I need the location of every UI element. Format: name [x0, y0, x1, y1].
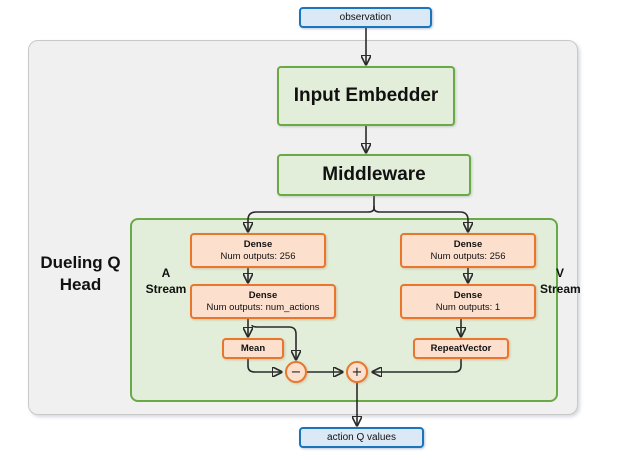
observation-label: observation: [339, 12, 392, 23]
mean-node[interactable]: Mean: [222, 338, 284, 359]
repeat-vector-label: RepeatVector: [430, 342, 492, 354]
wire-a-bypass-to-minus: [251, 324, 296, 359]
wire-repeatvector-to-plus: [373, 359, 462, 372]
advantage-dense-2-name: Dense: [248, 289, 278, 301]
action-q-values-label: action Q values: [327, 432, 396, 443]
advantage-dense-2[interactable]: Dense Num outputs: num_actions: [190, 284, 336, 319]
advantage-dense-1-name: Dense: [243, 238, 273, 250]
advantage-stream-label-line2: Stream: [145, 282, 187, 296]
dueling-q-head-label-line1: Dueling Q: [40, 253, 121, 272]
value-dense-1[interactable]: Dense Num outputs: 256: [400, 233, 536, 268]
value-dense-1-param: Num outputs: 256: [430, 250, 506, 262]
value-dense-1-name: Dense: [453, 238, 483, 250]
add-operator-symbol: +: [351, 364, 363, 380]
add-operator-node[interactable]: +: [346, 361, 368, 383]
wire-middleware-to-v-stream: [373, 206, 468, 231]
repeat-vector-node[interactable]: RepeatVector: [413, 338, 509, 359]
advantage-dense-1[interactable]: Dense Num outputs: 256: [190, 233, 326, 268]
value-stream-label: V Stream: [540, 265, 581, 297]
input-embedder-label: Input Embedder: [293, 85, 439, 106]
dueling-q-head-label-line2: Head: [59, 275, 102, 294]
action-q-values-node[interactable]: action Q values: [299, 427, 424, 448]
advantage-dense-2-param: Num outputs: num_actions: [206, 301, 320, 313]
value-stream-label-line1: V: [555, 266, 564, 280]
middleware-block[interactable]: Middleware: [277, 154, 471, 196]
advantage-stream-label-line1: A: [161, 266, 171, 280]
advantage-dense-1-param: Num outputs: 256: [220, 250, 296, 262]
subtract-operator-symbol: −: [290, 364, 302, 380]
input-embedder-block[interactable]: Input Embedder: [277, 66, 455, 126]
dueling-q-head-label: Dueling Q Head: [33, 252, 128, 296]
wire-middleware-to-a-stream: [248, 206, 375, 231]
subtract-operator-node[interactable]: −: [285, 361, 307, 383]
value-dense-2-name: Dense: [453, 289, 483, 301]
value-dense-2[interactable]: Dense Num outputs: 1: [400, 284, 536, 319]
value-dense-2-param: Num outputs: 1: [435, 301, 501, 313]
middleware-label: Middleware: [322, 164, 426, 185]
value-stream-label-line2: Stream: [540, 282, 581, 296]
advantage-stream-label: A Stream: [140, 265, 192, 297]
wire-mean-to-minus: [247, 359, 281, 372]
mean-label: Mean: [240, 342, 266, 354]
observation-node[interactable]: observation: [299, 7, 432, 28]
